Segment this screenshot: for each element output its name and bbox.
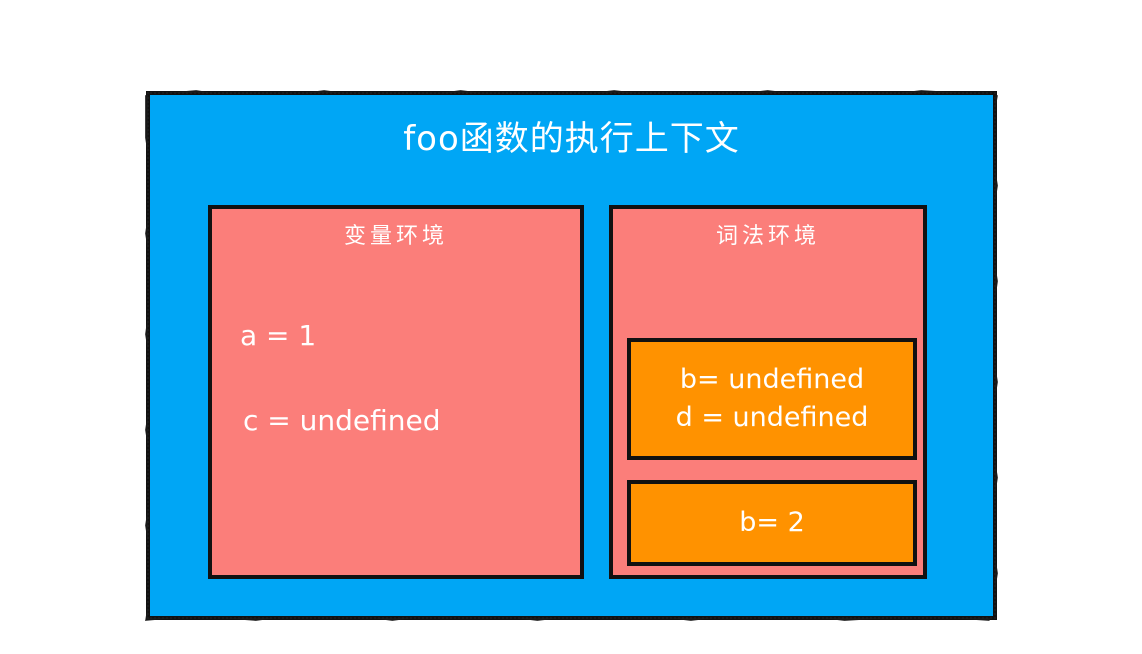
variable-entry: c = undefined	[243, 404, 441, 437]
binding-entry: b= undefined	[679, 364, 865, 395]
binding-entry: b= 2	[739, 507, 805, 538]
variable-entry: a = 1	[240, 319, 317, 352]
binding-box: b= undefined d = undefined	[627, 338, 917, 460]
binding-box: b= 2	[627, 480, 917, 566]
variable-environment-panel: 变量环境 a = 1 c = undefined	[208, 205, 584, 579]
binding-entry: d = undefined	[675, 402, 869, 433]
variable-environment-title: 变量环境	[343, 224, 448, 249]
lexical-environment-title: 词法环境	[715, 224, 820, 249]
execution-context-container: foo函数的执行上下文 变量环境 a = 1 c = undefined 词法环…	[146, 91, 997, 620]
execution-context-title: foo函数的执行上下文	[403, 119, 740, 159]
lexical-environment-panel: 词法环境 b= undefined d = undefined b= 2	[609, 205, 927, 579]
